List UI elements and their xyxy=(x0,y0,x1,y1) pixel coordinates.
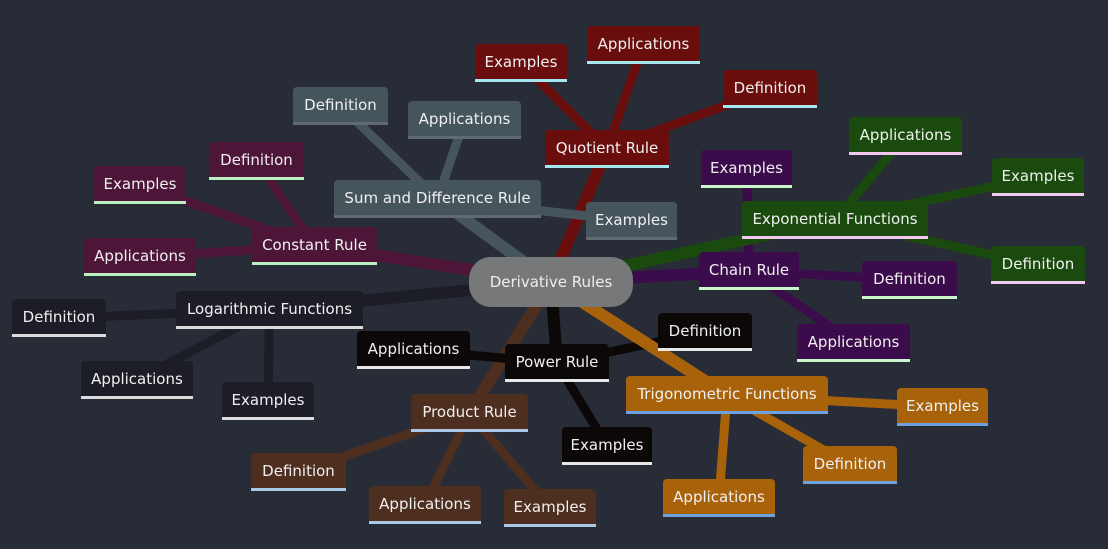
child-node-constant-rule-applications[interactable]: Applications xyxy=(84,238,196,276)
branch-node-quotient-rule[interactable]: Quotient Rule xyxy=(545,130,669,168)
child-node-logarithmic-functions-examples[interactable]: Examples xyxy=(222,382,314,420)
child-node-product-rule-examples[interactable]: Examples xyxy=(504,489,596,527)
child-node-sum-and-difference-rule-examples[interactable]: Examples xyxy=(586,202,677,240)
child-node-trigonometric-functions-examples[interactable]: Examples xyxy=(897,388,988,426)
child-node-chain-rule-examples[interactable]: Examples xyxy=(701,150,792,188)
branch-node-trigonometric-functions[interactable]: Trigonometric Functions xyxy=(626,376,828,414)
child-node-logarithmic-functions-applications[interactable]: Applications xyxy=(81,361,193,399)
child-node-exponential-functions-definition[interactable]: Definition xyxy=(991,246,1085,284)
child-node-trigonometric-functions-applications[interactable]: Applications xyxy=(663,479,775,517)
child-node-chain-rule-definition[interactable]: Definition xyxy=(862,261,957,299)
child-node-chain-rule-applications[interactable]: Applications xyxy=(797,324,910,362)
child-node-exponential-functions-applications[interactable]: Applications xyxy=(849,117,962,155)
child-node-sum-and-difference-rule-definition[interactable]: Definition xyxy=(293,87,388,125)
child-node-sum-and-difference-rule-applications[interactable]: Applications xyxy=(408,101,521,139)
branch-node-power-rule[interactable]: Power Rule xyxy=(505,344,609,382)
root-node[interactable]: Derivative Rules xyxy=(469,257,633,307)
child-node-exponential-functions-examples[interactable]: Examples xyxy=(992,158,1084,196)
child-node-constant-rule-definition[interactable]: Definition xyxy=(209,142,304,180)
child-node-quotient-rule-definition[interactable]: Definition xyxy=(723,70,817,108)
child-node-power-rule-examples[interactable]: Examples xyxy=(562,427,652,465)
branch-node-chain-rule[interactable]: Chain Rule xyxy=(699,252,799,290)
branch-node-logarithmic-functions[interactable]: Logarithmic Functions xyxy=(176,291,363,329)
branch-node-exponential-functions[interactable]: Exponential Functions xyxy=(742,201,928,239)
child-node-power-rule-definition[interactable]: Definition xyxy=(658,313,752,351)
child-node-logarithmic-functions-definition[interactable]: Definition xyxy=(12,299,106,337)
child-node-product-rule-definition[interactable]: Definition xyxy=(251,453,346,491)
branch-node-sum-and-difference-rule[interactable]: Sum and Difference Rule xyxy=(334,180,541,218)
branch-node-product-rule[interactable]: Product Rule xyxy=(411,394,528,432)
branch-node-constant-rule[interactable]: Constant Rule xyxy=(252,227,377,265)
child-node-product-rule-applications[interactable]: Applications xyxy=(369,486,481,524)
child-node-quotient-rule-examples[interactable]: Examples xyxy=(475,44,567,82)
child-node-trigonometric-functions-definition[interactable]: Definition xyxy=(803,446,897,484)
child-node-power-rule-applications[interactable]: Applications xyxy=(357,331,470,369)
child-node-quotient-rule-applications[interactable]: Applications xyxy=(587,26,700,64)
child-node-constant-rule-examples[interactable]: Examples xyxy=(94,166,186,204)
